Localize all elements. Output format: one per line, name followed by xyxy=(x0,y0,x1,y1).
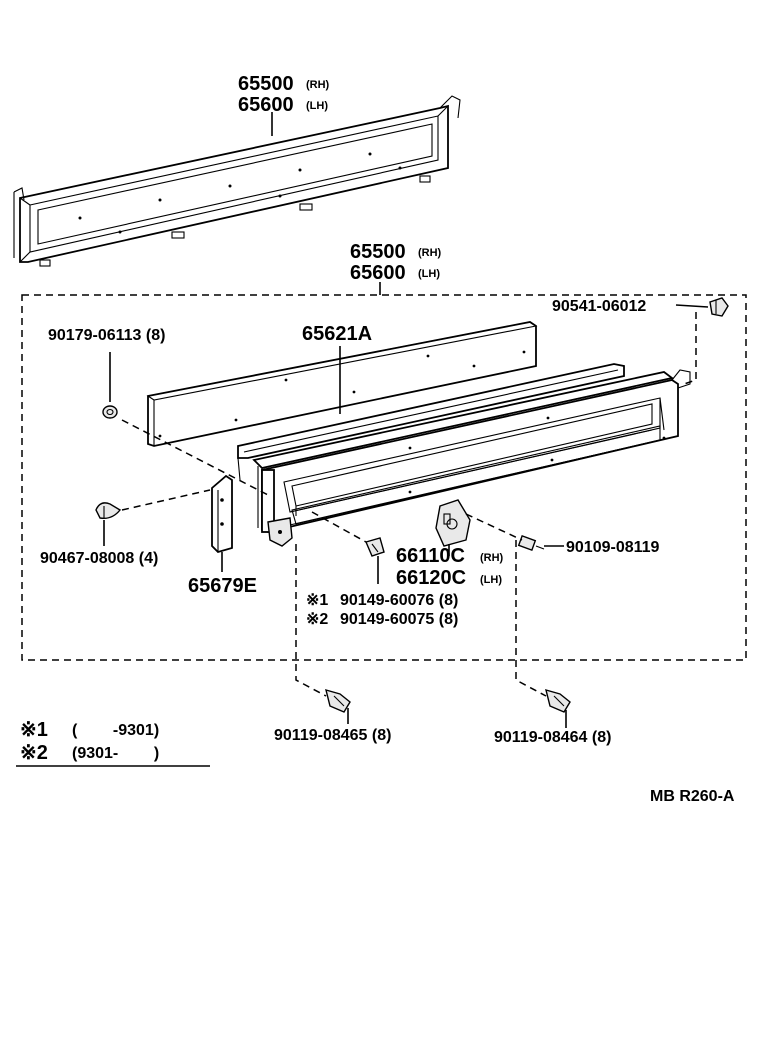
label-assy-part-a: 65500 xyxy=(350,241,406,263)
legend: ※1 ( -9301) ※2 (9301- ) xyxy=(16,719,210,767)
strip-65621A xyxy=(146,321,538,447)
label-66120C: 66120C xyxy=(396,567,466,589)
dash-90467 xyxy=(121,489,211,511)
label-65621A: 65621A xyxy=(302,323,372,345)
label-66110C-suffix: (RH) xyxy=(480,552,504,564)
label-90109: 90109-08119 xyxy=(566,539,660,556)
label-65679E: 65679E xyxy=(188,575,257,597)
label-90119-a: 90119-08465 (8) xyxy=(274,727,391,744)
screw-90149 xyxy=(365,537,385,557)
label-note2-part: 90149-60075 (8) xyxy=(340,611,458,628)
plug-90467 xyxy=(95,502,122,520)
main-frame xyxy=(237,363,691,533)
top-side-panel xyxy=(13,95,461,267)
label-note1-part: 90149-60076 (8) xyxy=(340,592,458,609)
label-note2-mark: ※2 xyxy=(306,611,328,628)
label-top-part-b-suffix: (LH) xyxy=(306,100,328,112)
bolt-90119-b xyxy=(545,688,571,713)
latch-66110C xyxy=(435,499,471,547)
legend-row1-text: ( -9301) xyxy=(72,722,159,739)
reference-code: MB R260-A xyxy=(650,788,735,805)
legend-row1-mark: ※1 xyxy=(20,719,48,741)
label-assy-part-b-suffix: (LH) xyxy=(418,268,440,280)
label-top-part-a-suffix: (RH) xyxy=(306,79,330,91)
dash-90109 xyxy=(465,513,523,541)
label-top-part-a: 65500 xyxy=(238,73,294,95)
bracket-left xyxy=(267,517,293,547)
bolt-90109 xyxy=(517,535,545,551)
label-90467: 90467-08008 (4) xyxy=(40,550,158,567)
dash-90119-a xyxy=(295,544,327,697)
label-90119-b: 90119-08464 (8) xyxy=(494,729,611,746)
label-66110C: 66110C xyxy=(396,545,465,567)
label-note1-mark: ※1 xyxy=(306,592,328,609)
label-assy-part-a-suffix: (RH) xyxy=(418,247,442,259)
legend-row2-mark: ※2 xyxy=(20,742,48,764)
label-top-part-b: 65600 xyxy=(238,94,294,116)
label-90179: 90179-06113 (8) xyxy=(48,327,165,344)
dash-90149 xyxy=(311,511,367,543)
clip-90179 xyxy=(102,405,118,419)
label-90541: 90541-06012 xyxy=(552,298,646,315)
dash-90541 xyxy=(683,312,697,385)
label-66120C-suffix: (LH) xyxy=(480,574,502,586)
assembly-boundary xyxy=(21,294,747,661)
fastener-90541 xyxy=(709,297,729,317)
label-assy-part-b: 65600 xyxy=(350,262,406,284)
dash-90179-to-frame xyxy=(121,419,271,497)
leader-90541 xyxy=(675,304,709,308)
bracket-65679E xyxy=(211,474,233,554)
dash-90119-b xyxy=(515,540,547,697)
legend-row2-text: (9301- ) xyxy=(72,745,159,762)
bolt-90119-a xyxy=(325,688,351,713)
